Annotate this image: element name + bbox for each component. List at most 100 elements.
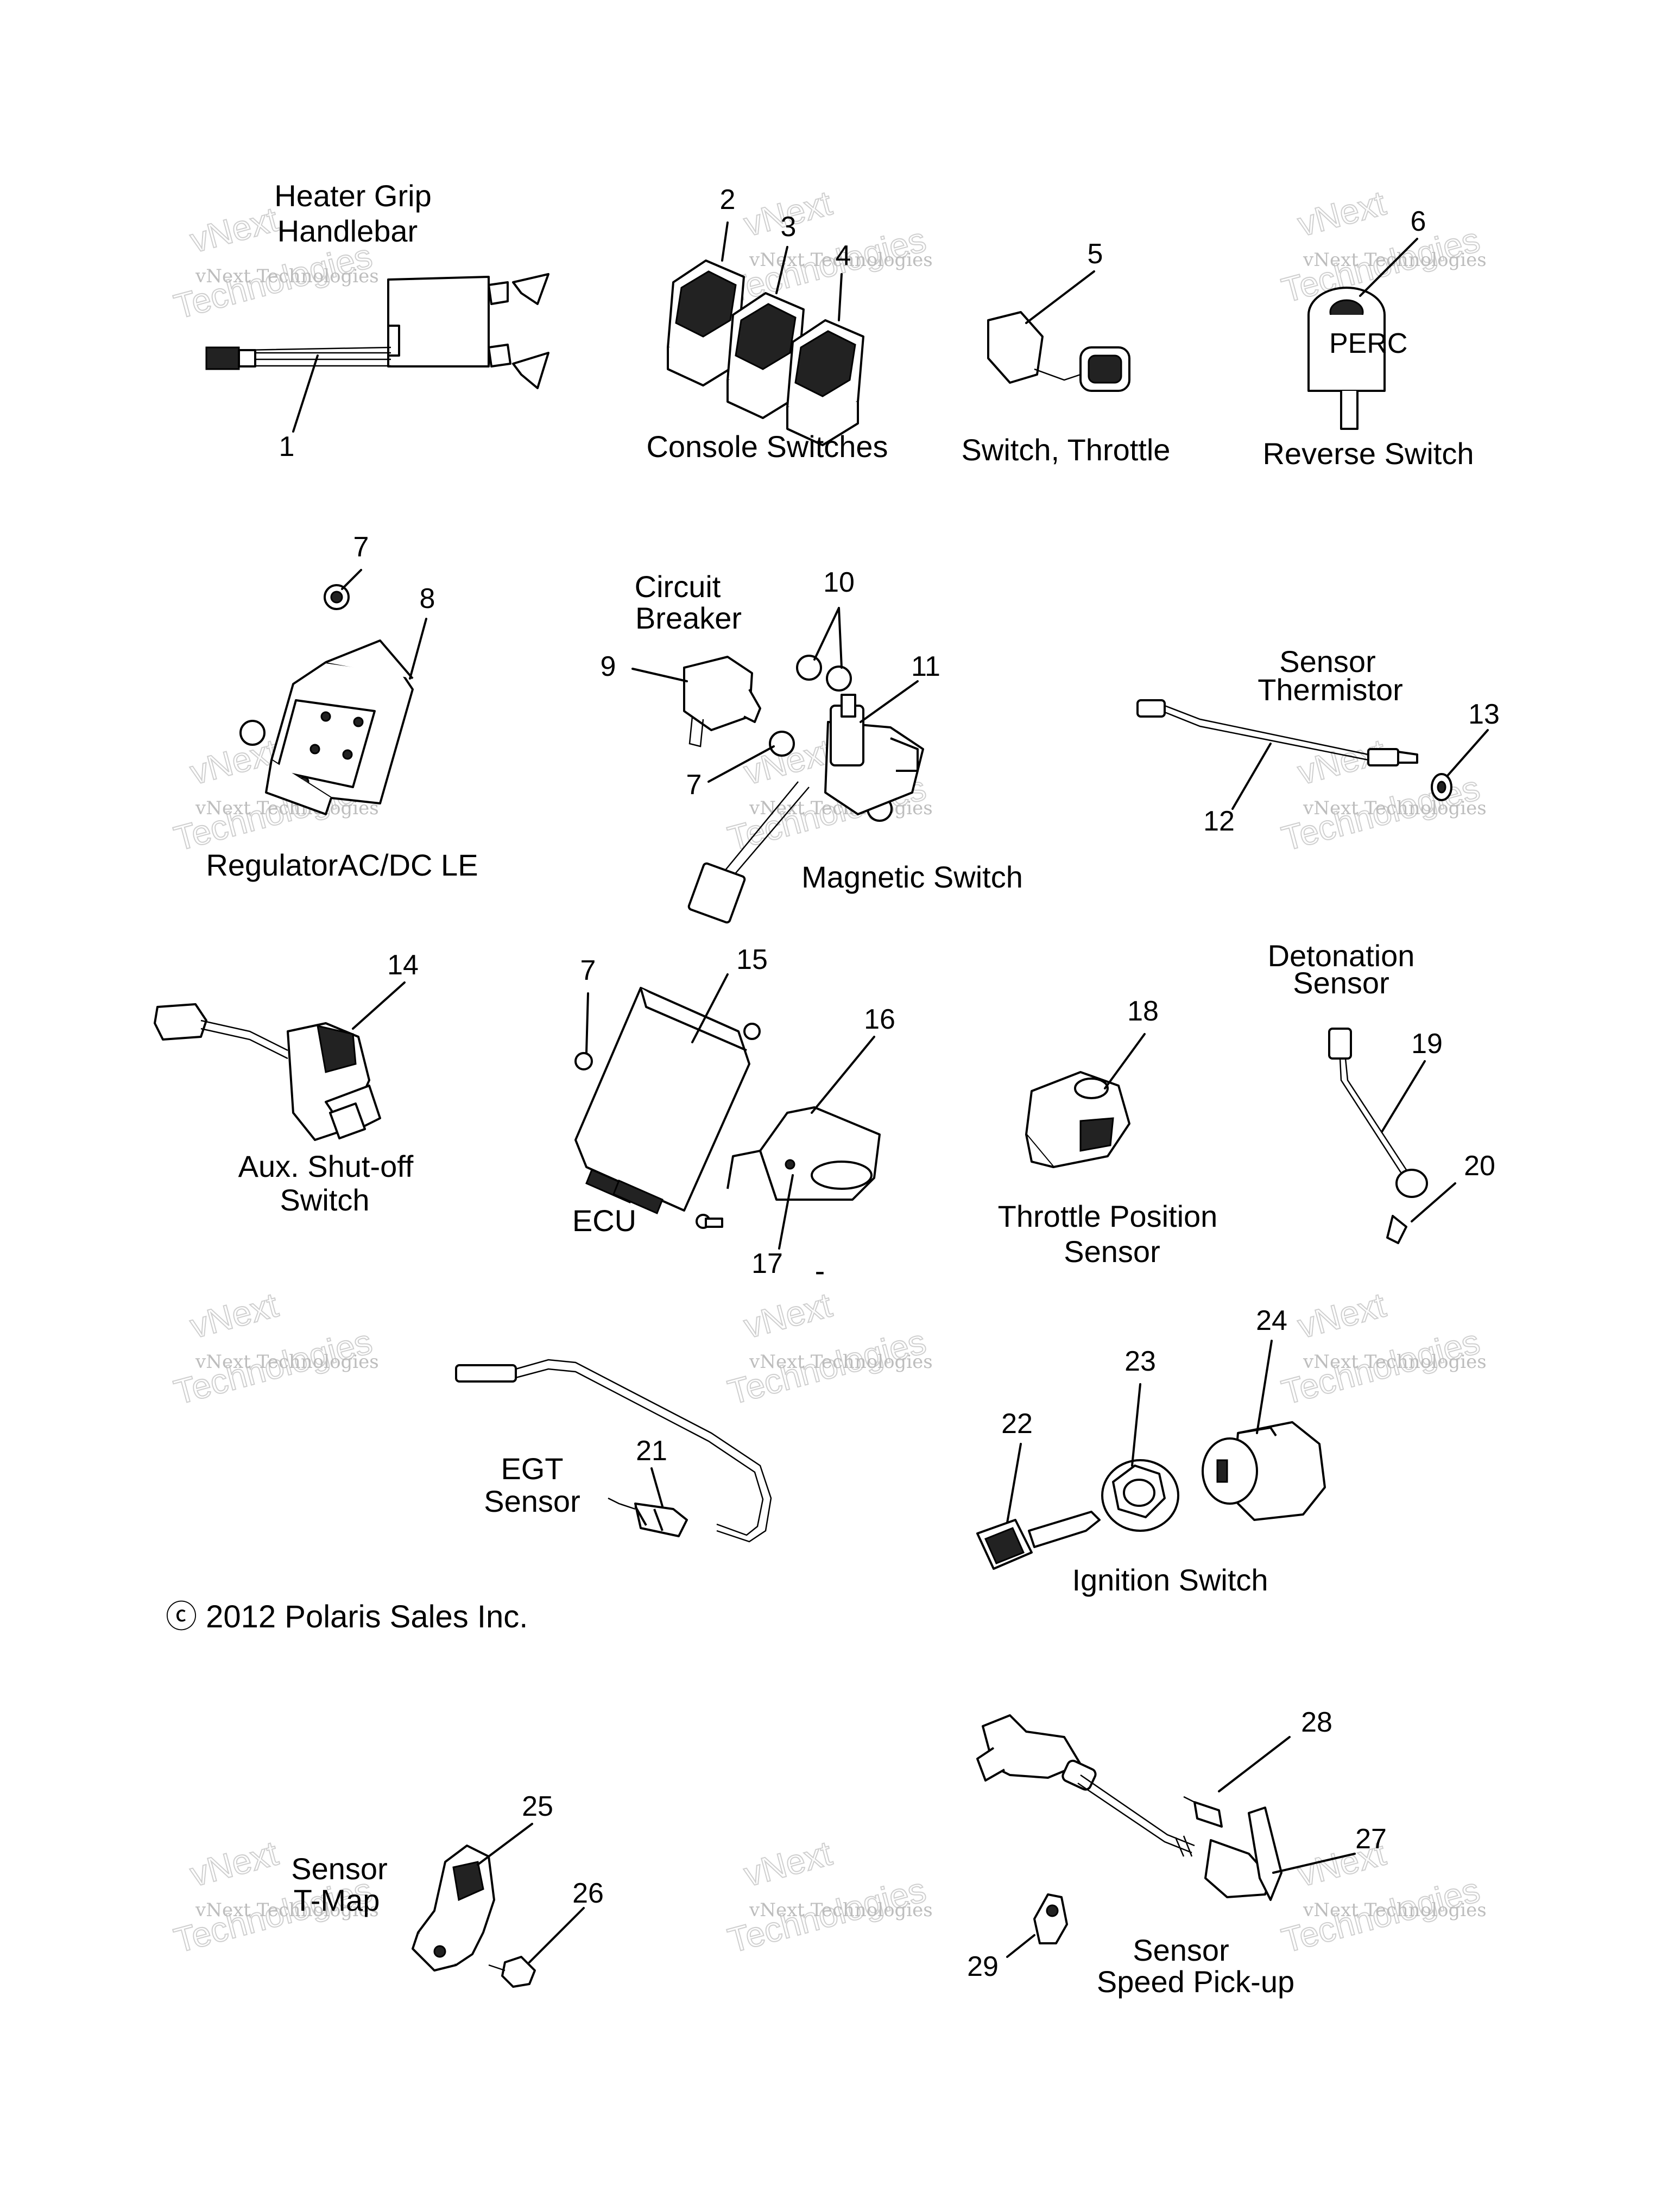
regulator-part bbox=[239, 584, 414, 815]
ecu-label: ECU bbox=[572, 1203, 636, 1238]
svg-text:vNext Technologies: vNext Technologies bbox=[749, 1899, 933, 1921]
leader-line bbox=[1025, 270, 1095, 324]
callout-8: 8 bbox=[420, 583, 435, 614]
heater-grip-part bbox=[205, 273, 549, 389]
leader-line bbox=[860, 680, 919, 723]
leader-line bbox=[1272, 1853, 1356, 1874]
leader-line bbox=[691, 973, 729, 1043]
console-switches-part bbox=[667, 259, 864, 446]
egt-sensor-part bbox=[455, 1359, 772, 1543]
dash-mark: - bbox=[815, 1253, 825, 1288]
svg-text:vNext: vNext bbox=[1294, 1285, 1390, 1346]
callout-13: 13 bbox=[1468, 699, 1500, 730]
leader-line bbox=[811, 1036, 875, 1114]
aux-shutoff-label-1: Aux. Shut-off bbox=[238, 1149, 414, 1183]
leader-line bbox=[341, 569, 362, 590]
regulator-label: RegulatorAC/DC LE bbox=[206, 848, 478, 882]
callout-17: 17 bbox=[751, 1248, 783, 1279]
leader-line bbox=[631, 668, 688, 682]
callout-4: 4 bbox=[836, 240, 851, 271]
svg-text:vNext Technologies: vNext Technologies bbox=[1303, 797, 1487, 819]
perc-text: PERC bbox=[1329, 328, 1407, 359]
callout-28: 28 bbox=[1301, 1707, 1332, 1738]
callout-11: 11 bbox=[911, 651, 940, 682]
callout-23: 23 bbox=[1124, 1346, 1156, 1377]
leader-line bbox=[528, 1907, 585, 1963]
magnetic-switch-part bbox=[687, 655, 924, 924]
leader-line bbox=[1446, 729, 1489, 777]
svg-text:vNext Technologies: vNext Technologies bbox=[195, 1899, 379, 1921]
callout-29: 29 bbox=[967, 1951, 999, 1982]
tmap-label-1: Sensor bbox=[291, 1852, 387, 1886]
leader-line bbox=[650, 1467, 664, 1507]
heater-grip-label-1: Heater Grip bbox=[274, 179, 431, 213]
leader-line bbox=[1256, 1340, 1273, 1434]
callout-9: 9 bbox=[601, 651, 616, 682]
callout-21: 21 bbox=[636, 1435, 667, 1467]
callout-26: 26 bbox=[572, 1878, 604, 1909]
callout-22: 22 bbox=[1001, 1408, 1033, 1440]
callout-5: 5 bbox=[1088, 238, 1103, 270]
magnetic-switch-label: Magnetic Switch bbox=[801, 860, 1023, 894]
speed-sensor-label-1: Sensor bbox=[1133, 1933, 1229, 1967]
detonation-label-2: Sensor bbox=[1293, 966, 1389, 1000]
tps-label-1: Throttle Position bbox=[998, 1199, 1218, 1233]
callout-7: 7 bbox=[353, 531, 369, 563]
leader-line bbox=[1411, 1182, 1456, 1222]
callout-18: 18 bbox=[1127, 996, 1159, 1027]
callout-16: 16 bbox=[864, 1004, 895, 1035]
leader-line bbox=[1231, 743, 1272, 810]
watermark: vNext vNext Technologies Technologies bbox=[1277, 182, 1487, 310]
callout-3: 3 bbox=[781, 211, 797, 243]
svg-text:vNext Technologies: vNext Technologies bbox=[1303, 1351, 1487, 1373]
ignition-nut-part bbox=[1101, 1459, 1179, 1532]
leader-line bbox=[707, 745, 775, 783]
reverse-switch-label: Reverse Switch bbox=[1262, 436, 1474, 471]
svg-text:vNext Technologies: vNext Technologies bbox=[1303, 1899, 1487, 1921]
leader-line bbox=[778, 1174, 794, 1250]
leader-line bbox=[1218, 1736, 1291, 1792]
svg-text:vNext Technologies: vNext Technologies bbox=[195, 1351, 379, 1373]
watermark: vNext vNext Technologies Technologies bbox=[723, 1284, 933, 1412]
svg-text:vNext: vNext bbox=[186, 1285, 282, 1346]
leader-line bbox=[292, 354, 319, 433]
copyright-text: ⓒ 2012 Polaris Sales Inc. bbox=[166, 1599, 528, 1634]
ecu-bracket-part bbox=[726, 1106, 881, 1201]
callout-24: 24 bbox=[1256, 1305, 1287, 1336]
ignition-switch-label: Ignition Switch bbox=[1072, 1563, 1268, 1597]
leader-line bbox=[838, 273, 843, 321]
aux-shutoff-label-2: Switch bbox=[280, 1183, 370, 1217]
tmap-label-2: T-Map bbox=[294, 1883, 380, 1917]
sensor-thermistor-part bbox=[1136, 699, 1452, 801]
ignition-key-part bbox=[976, 1511, 1101, 1570]
leader-line bbox=[721, 221, 729, 262]
svg-text:vNext Technologies: vNext Technologies bbox=[749, 1351, 933, 1373]
circuit-breaker-label-1: Circuit bbox=[635, 569, 721, 604]
egt-label-1: EGT bbox=[501, 1452, 563, 1486]
speed-sensor-part bbox=[976, 1714, 1282, 1944]
callout-12: 12 bbox=[1203, 806, 1235, 837]
leader-line bbox=[813, 607, 843, 669]
sensor-thermistor-label-1: Sensor bbox=[1279, 644, 1375, 679]
leader-line bbox=[1381, 1060, 1426, 1133]
leader-line bbox=[1131, 1383, 1141, 1467]
callout-15: 15 bbox=[736, 944, 768, 975]
sensor-thermistor-label-2: Thermistor bbox=[1258, 673, 1403, 707]
callout-20: 20 bbox=[1464, 1150, 1495, 1182]
circuit-breaker-label-2: Breaker bbox=[635, 601, 742, 635]
watermark: vNext vNext Technologies Technologies bbox=[169, 1284, 379, 1412]
svg-text:vNext: vNext bbox=[740, 1285, 836, 1346]
egt-label-2: Sensor bbox=[484, 1484, 580, 1518]
leader-line bbox=[1006, 1443, 1022, 1524]
watermark: vNext vNext Technologies Technologies bbox=[723, 182, 933, 310]
watermark: vNext vNext Technologies Technologies bbox=[723, 1833, 933, 1961]
watermark: vNext vNext Technologies Technologies bbox=[1277, 1284, 1487, 1412]
speed-sensor-label-2: Speed Pick-up bbox=[1097, 1964, 1294, 1999]
callout-10: 10 bbox=[823, 567, 855, 598]
throttle-switch-part bbox=[987, 311, 1130, 392]
leader-line bbox=[1359, 238, 1418, 297]
detonation-sensor-part bbox=[1328, 1028, 1428, 1244]
reverse-switch-part: PERC bbox=[1307, 287, 1407, 430]
console-switches-label: Console Switches bbox=[646, 429, 888, 464]
